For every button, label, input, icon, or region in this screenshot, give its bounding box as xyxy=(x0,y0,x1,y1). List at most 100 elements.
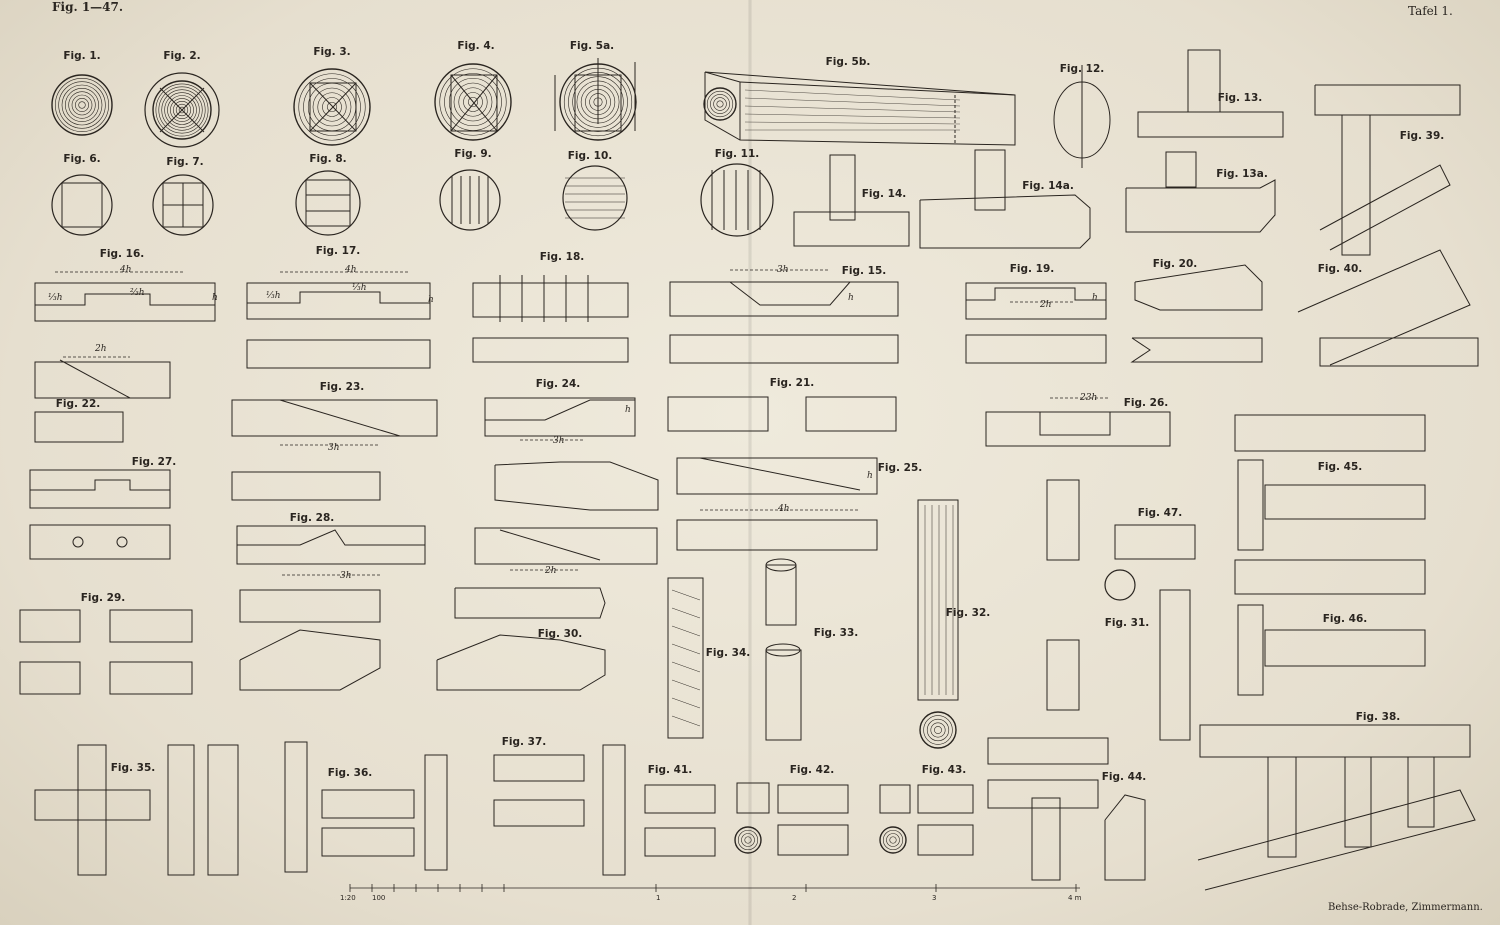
figure-label: Fig. 35. xyxy=(110,762,156,774)
plate-number: Tafel 1. xyxy=(1408,4,1453,18)
fig-9-log xyxy=(439,169,501,231)
fig-10-log xyxy=(562,165,628,231)
figure-label: Fig. 4. xyxy=(457,40,495,52)
fig-8-beam xyxy=(305,179,351,227)
fig-34-grain xyxy=(671,607,701,619)
fig-33-post-top xyxy=(765,564,797,626)
fig-36-post-b xyxy=(424,754,448,871)
figure-range-caption: Fig. 1—47. xyxy=(52,0,124,14)
fig-35-post-c xyxy=(207,744,239,876)
fig-5b-end-grain xyxy=(703,87,737,121)
growth-ring xyxy=(65,88,99,122)
fig-39-post xyxy=(1341,114,1371,256)
growth-ring xyxy=(178,106,186,114)
fig-35-beam xyxy=(34,789,151,821)
figure-label: Fig. 14a. xyxy=(1022,180,1074,192)
figure-label: Fig. 29. xyxy=(80,592,126,604)
figure-label: Fig. 46. xyxy=(1322,613,1368,625)
fig-26-beam xyxy=(985,411,1171,447)
fig-25-beam xyxy=(676,457,878,495)
fig-44-beam xyxy=(987,737,1109,765)
growth-ring xyxy=(879,826,907,854)
dimension-label: h xyxy=(625,405,631,415)
growth-ring xyxy=(434,63,512,141)
fig-24b-scarf xyxy=(499,529,601,561)
growth-ring xyxy=(453,82,493,122)
fig-46-beam xyxy=(1264,629,1426,667)
figure-label: Fig. 23. xyxy=(319,381,365,393)
growth-ring xyxy=(744,836,752,844)
fig-23-plan xyxy=(231,471,381,501)
fig-27-bolt xyxy=(72,536,84,548)
scale-label: 1:20 xyxy=(340,894,356,902)
growth-ring xyxy=(175,103,189,117)
page-fold xyxy=(748,0,752,925)
fig-22-cut xyxy=(59,359,131,399)
figure-label: Fig. 14. xyxy=(861,188,907,200)
fig-36-beam xyxy=(321,827,415,857)
figure-label: Fig. 28. xyxy=(289,512,335,524)
fig-6-beam xyxy=(61,182,103,228)
fig-30-plan xyxy=(454,587,606,619)
growth-ring xyxy=(293,68,371,146)
fig-4-rect-beam xyxy=(450,74,498,132)
figure-label: Fig. 5a. xyxy=(569,40,615,52)
growth-ring xyxy=(75,98,89,112)
fig-41-beam xyxy=(644,827,716,857)
fig-34-grain xyxy=(671,625,701,637)
fig-18-beam xyxy=(472,282,629,318)
dimension-label: h xyxy=(212,293,218,303)
fig-46-post xyxy=(1237,604,1264,696)
figure-label: Fig. 2. xyxy=(163,50,201,62)
dimension-label: 3h xyxy=(328,443,340,453)
figure-label: Fig. 47. xyxy=(1137,507,1183,519)
fig-2-bark xyxy=(144,72,220,148)
growth-ring xyxy=(710,94,730,114)
fig-27-joint xyxy=(30,479,170,491)
growth-ring xyxy=(71,94,93,116)
fig-14a-post xyxy=(974,149,1006,211)
growth-ring xyxy=(312,87,352,127)
figure-label: Fig. 9. xyxy=(454,148,492,160)
dimension-label: ⅓h xyxy=(266,291,281,301)
figure-label: Fig. 13a. xyxy=(1216,168,1268,180)
fig-34-post xyxy=(667,577,704,739)
growth-ring xyxy=(467,96,479,108)
fig-45-post xyxy=(1237,459,1264,551)
fig-5b-edge xyxy=(739,81,1016,96)
fig-45-top xyxy=(1234,414,1426,452)
growth-ring xyxy=(930,722,946,738)
fig-26-joint xyxy=(1039,412,1111,436)
figure-label: Fig. 10. xyxy=(567,150,613,162)
figure-label: Fig. 44. xyxy=(1101,771,1147,783)
fig-38-post xyxy=(1267,756,1297,858)
fig-2-diagonal xyxy=(159,87,205,133)
fig-38-post xyxy=(1344,756,1372,848)
figure-label: Fig. 18. xyxy=(539,251,585,263)
fig-16-beam xyxy=(34,282,216,322)
figure-label: Fig. 33. xyxy=(813,627,859,639)
growth-ring xyxy=(326,101,338,113)
growth-ring xyxy=(173,101,192,120)
growth-ring xyxy=(152,80,212,140)
figure-label: Fig. 39. xyxy=(1399,130,1445,142)
figure-label: Fig. 31. xyxy=(1104,617,1150,629)
growth-ring xyxy=(463,92,483,112)
figure-label: Fig. 27. xyxy=(131,456,177,468)
figure-label: Fig. 8. xyxy=(309,153,347,165)
dimension-label: 4h xyxy=(777,504,790,514)
growth-ring xyxy=(439,68,507,136)
dimension-label: h xyxy=(848,293,854,303)
fig-5b-grain xyxy=(744,121,961,125)
growth-ring xyxy=(889,836,897,844)
dimension-label: h xyxy=(428,295,434,305)
dimension-label: 2h xyxy=(544,566,557,576)
fig-29-piece xyxy=(109,609,193,643)
figure-label: Fig. 5b. xyxy=(825,56,871,68)
dimension-label: 4h xyxy=(119,265,132,275)
growth-ring xyxy=(734,826,762,854)
growth-ring xyxy=(164,92,200,128)
fig-38-top-beam xyxy=(1199,724,1471,758)
fig-21-beam-left xyxy=(667,396,769,432)
